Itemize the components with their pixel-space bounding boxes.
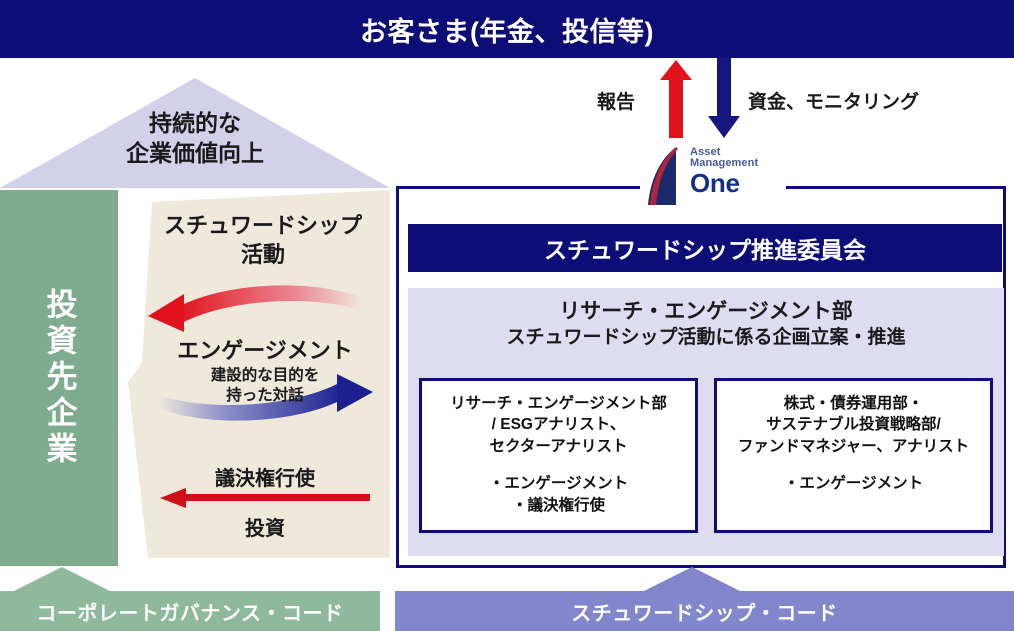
sail-logo-icon xyxy=(648,147,678,205)
engagement-sub-label: 建設的な目的を 持った対話 xyxy=(210,367,320,405)
customer-banner-label: お客さま(年金、投信等) xyxy=(360,16,654,47)
engagement-blue-arrowhead xyxy=(337,374,373,412)
voting-rights-label: 議決権行使 xyxy=(215,468,315,490)
research-sub-label: スチュワードシップ活動に係る企画立案・推進 xyxy=(506,327,906,349)
team-box-row: リサーチ・エンゲージメント部 / ESGアナリスト、 セクターアナリスト ・エン… xyxy=(408,378,1004,533)
investment-label: 投資 xyxy=(245,518,285,540)
asset-management-one-logo: Asset Management One xyxy=(640,145,786,207)
corporate-governance-code-bar: コーポレートガバナンス・コード xyxy=(0,591,380,631)
investment-left-arrow-icon xyxy=(160,488,370,508)
investee-company-box: 投資先企業 xyxy=(0,190,118,566)
stewardship-committee-label: スチュワードシップ推進委員会 xyxy=(544,237,866,263)
funds-monitoring-label: 資金、モニタリング xyxy=(748,92,920,113)
governance-code-triangle xyxy=(14,567,110,591)
engagement-cycle-arrows xyxy=(148,285,373,421)
team-bullets-label: ・エンゲージメント xyxy=(783,475,924,493)
logo-line-asset: Asset xyxy=(690,146,721,158)
customer-banner: お客さま(年金、投信等) xyxy=(0,0,1014,58)
report-label: 報告 xyxy=(597,92,636,113)
engagement-blue-arc xyxy=(158,384,345,421)
research-engagement-panel: リサーチ・エンゲージメント部 スチュワードシップ活動に係る企画立案・推進 リサー… xyxy=(408,288,1004,556)
stewardship-activity-label: スチュワードシップ 活動 xyxy=(163,213,362,267)
team-box: 株式・債券運用部・ サステナブル投資戦略部/ ファンドマネジャー、アナリスト ・… xyxy=(714,378,993,533)
investee-company-label: 投資先企業 xyxy=(41,288,77,468)
stewardship-activity-shape xyxy=(128,190,390,558)
stewardship-committee-bar: スチュワードシップ推進委員会 xyxy=(408,224,1002,272)
team-bullets-label: ・エンゲージメント ・議決権行使 xyxy=(488,475,629,515)
stewardship-code-bar: スチュワードシップ・コード xyxy=(395,591,1014,631)
logo-wordmark: Asset Management One xyxy=(690,146,759,199)
research-panel-heading: リサーチ・エンゲージメント部 スチュワードシップ活動に係る企画立案・推進 xyxy=(408,288,1004,351)
research-dept-label: リサーチ・エンゲージメント部 xyxy=(559,300,853,323)
engagement-title-label: エンゲージメント xyxy=(177,338,353,363)
logo-line-management: Management xyxy=(690,157,759,170)
engagement-red-arrowhead xyxy=(148,294,184,332)
corporate-governance-code-label: コーポレートガバナンス・コード xyxy=(36,602,344,625)
stewardship-code-triangle xyxy=(644,567,740,591)
team-head-label: リサーチ・エンゲージメント部 / ESGアナリスト、 セクターアナリスト xyxy=(450,395,667,455)
logo-line-one: One xyxy=(690,168,740,199)
report-up-arrow-icon xyxy=(660,60,692,138)
corporate-value-label: 持続的な 企業価値向上 xyxy=(126,110,264,167)
team-head-label: 株式・債券運用部・ サステナブル投資戦略部/ ファンドマネジャー、アナリスト xyxy=(737,395,970,455)
stewardship-code-label: スチュワードシップ・コード xyxy=(571,602,838,625)
team-box: リサーチ・エンゲージメント部 / ESGアナリスト、 セクターアナリスト ・エン… xyxy=(419,378,698,533)
engagement-red-arc xyxy=(176,285,363,322)
corporate-value-triangle xyxy=(0,78,390,188)
funds-down-arrow-icon xyxy=(708,58,740,138)
